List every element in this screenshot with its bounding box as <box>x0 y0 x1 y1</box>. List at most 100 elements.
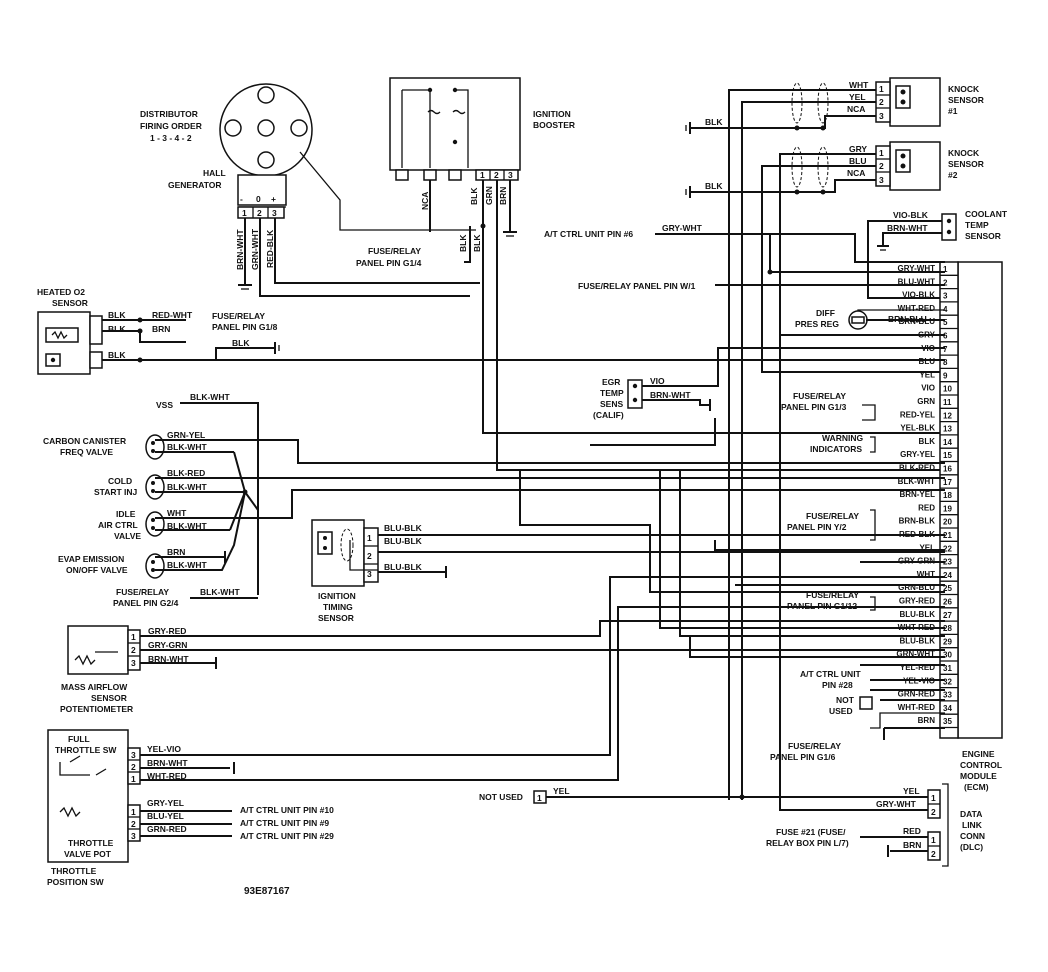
idle-title: IDLE <box>116 509 136 519</box>
ecm-wire-label: BRN <box>918 716 936 725</box>
dlc-wire-2: GRY-WHT <box>876 799 917 809</box>
idle-title-3: VALVE <box>114 531 141 541</box>
throttle-full-title: FULL <box>68 734 90 744</box>
egr-wire-1: VIO <box>650 376 665 386</box>
ecm-wire-label: BRN-BLK <box>899 517 936 526</box>
ecm-pin-16: 16 <box>943 465 952 474</box>
ecm-pin-12: 12 <box>943 411 952 420</box>
idle-air-valve: IDLE AIR CTRL VALVE WHT BLK-WHT <box>98 489 945 541</box>
booster-title: IGNITION <box>533 109 571 119</box>
diff-title: DIFF <box>816 308 835 318</box>
throttle-pin-2b: 2 <box>131 819 136 829</box>
ecm-pin-1: 1 <box>943 265 948 274</box>
not-used-yel: NOT USED 1 YEL <box>479 786 930 804</box>
throttle-full-title-2: THROTTLE SW <box>55 745 117 755</box>
o2-title-2: SENSOR <box>52 298 88 308</box>
knock2-pin-2: 2 <box>879 161 884 171</box>
booster-nca-label: NCA <box>420 192 430 210</box>
ecm-wire-label: BLU-BLK <box>899 610 935 619</box>
fuse-g14-label: FUSE/RELAY <box>368 246 421 256</box>
at-ctrl-6-wire: GRY-WHT <box>662 223 703 233</box>
coolant-title: COOLANT <box>965 209 1008 219</box>
ecm-wire-label: BLU-WHT <box>898 277 935 286</box>
throttle-wire-1: YEL-VIO <box>147 744 181 754</box>
fuse-g13-pin: PANEL PIN G1/3 <box>781 402 847 412</box>
dlc-wire-1: YEL <box>903 786 920 796</box>
knock2-title: KNOCK <box>948 148 980 158</box>
ecm-wire-label: BLU <box>919 357 936 366</box>
throttle-pin-2a: 2 <box>131 762 136 772</box>
canister-wire-1: GRN-YEL <box>167 430 205 440</box>
knock2-wire-1: GRY <box>849 144 867 154</box>
vss-label: VSS <box>156 400 173 410</box>
throttle-title: THROTTLE <box>51 866 97 876</box>
figure-id: 93E87167 <box>244 886 290 897</box>
throttle-pin-1b: 1 <box>131 807 136 817</box>
o2-wire-3: BLK <box>108 350 126 360</box>
dlc-pin-1b: 1 <box>931 835 936 845</box>
throttle-wire-3: WHT-RED <box>147 771 187 781</box>
ecm-wire-label: GRY-RED <box>899 597 935 606</box>
mass-airflow-sensor: 1 2 3 GRY-RED GRY-GRN BRN-WHT MASS AIRFL… <box>60 620 945 714</box>
throttle-pot-title: THROTTLE <box>68 838 114 848</box>
maf-wire-1: GRY-RED <box>148 626 186 636</box>
hall-generator-label: GENERATOR <box>168 180 222 190</box>
o2-title: HEATED O2 <box>37 287 85 297</box>
ecm-pin-24: 24 <box>943 571 952 580</box>
throttle-pin-3a: 3 <box>131 750 136 760</box>
o2-wire-1: BLK <box>108 310 126 320</box>
canister-title-2: FREQ VALVE <box>60 447 113 457</box>
ecm-title-4: (ECM) <box>964 782 989 792</box>
ecm-pin-19: 19 <box>943 504 952 513</box>
not-used-pin: 1 <box>537 793 542 803</box>
coolant-title-3: SENSOR <box>965 231 1001 241</box>
ecm-pin-31: 31 <box>943 664 952 673</box>
hall-label: HALL <box>203 168 226 178</box>
ecm-wire-label: GRY-YEL <box>900 450 935 459</box>
dlc-pin-2a: 2 <box>931 807 936 817</box>
throttle-pin-1a: 1 <box>131 774 136 784</box>
throttle-wire-2: BRN-WHT <box>147 758 188 768</box>
ecm-wire-label: YEL-BLK <box>900 424 935 433</box>
fuse-g13-label: FUSE/RELAY <box>793 391 846 401</box>
egr-title: EGR <box>602 377 620 387</box>
o2-fuse-pin: PANEL PIN G1/8 <box>212 322 278 332</box>
throttle-pot-title-2: VALVE POT <box>64 849 112 859</box>
knock1-wire-1: WHT <box>849 80 869 90</box>
knock2-wire-2: BLU <box>849 156 866 166</box>
fuse-w1-label: FUSE/RELAY PANEL PIN W/1 <box>578 281 696 291</box>
ecm-pin-2: 2 <box>943 278 948 287</box>
booster-pin-3: 3 <box>508 170 513 180</box>
o2-wire-4: RED-WHT <box>152 310 193 320</box>
ecm-pin-22: 22 <box>943 544 952 553</box>
fuse-g14-pin: PANEL PIN G1/4 <box>356 258 422 268</box>
cold-title-2: START INJ <box>94 487 138 497</box>
egr-title-3: SENS <box>600 399 623 409</box>
ecm-pin-33: 33 <box>943 691 952 700</box>
timing-title-2: TIMING <box>323 602 353 612</box>
dist-wire-1-label: BRN-WHT <box>235 229 245 270</box>
ecm-pin-6: 6 <box>943 332 948 341</box>
dist-pin-sym-3: + <box>271 194 276 204</box>
diff-pres-reg: DIFF PRES REG BRN-BLU <box>780 308 945 336</box>
idle-wire-1: WHT <box>167 508 187 518</box>
maf-title: MASS AIRFLOW <box>61 682 128 692</box>
ecm-pin-14: 14 <box>943 438 952 447</box>
ecm-wire-label: VIO-BLK <box>902 291 935 300</box>
knock2-title-2: SENSOR <box>948 159 984 169</box>
not-used-wire: YEL <box>553 786 570 796</box>
ecm-pin-26: 26 <box>943 598 952 607</box>
ecm-wire-label: GRN-BLU <box>898 583 935 592</box>
ecm-pin-11: 11 <box>943 398 952 407</box>
ecm-pin-8: 8 <box>943 358 948 367</box>
ecm-wire-label: RED <box>918 503 935 512</box>
warning-label-2: INDICATORS <box>810 444 862 454</box>
ecm-pin-30: 30 <box>943 651 952 660</box>
knock2-pin-1: 1 <box>879 148 884 158</box>
booster-pin-2: 2 <box>494 170 499 180</box>
timing-pin-2: 2 <box>367 551 372 561</box>
dist-wire-2-label: GRN-WHT <box>250 228 260 270</box>
knock1-title-3: #1 <box>948 106 958 116</box>
ecm-wire-label: BLK-WHT <box>898 477 935 486</box>
